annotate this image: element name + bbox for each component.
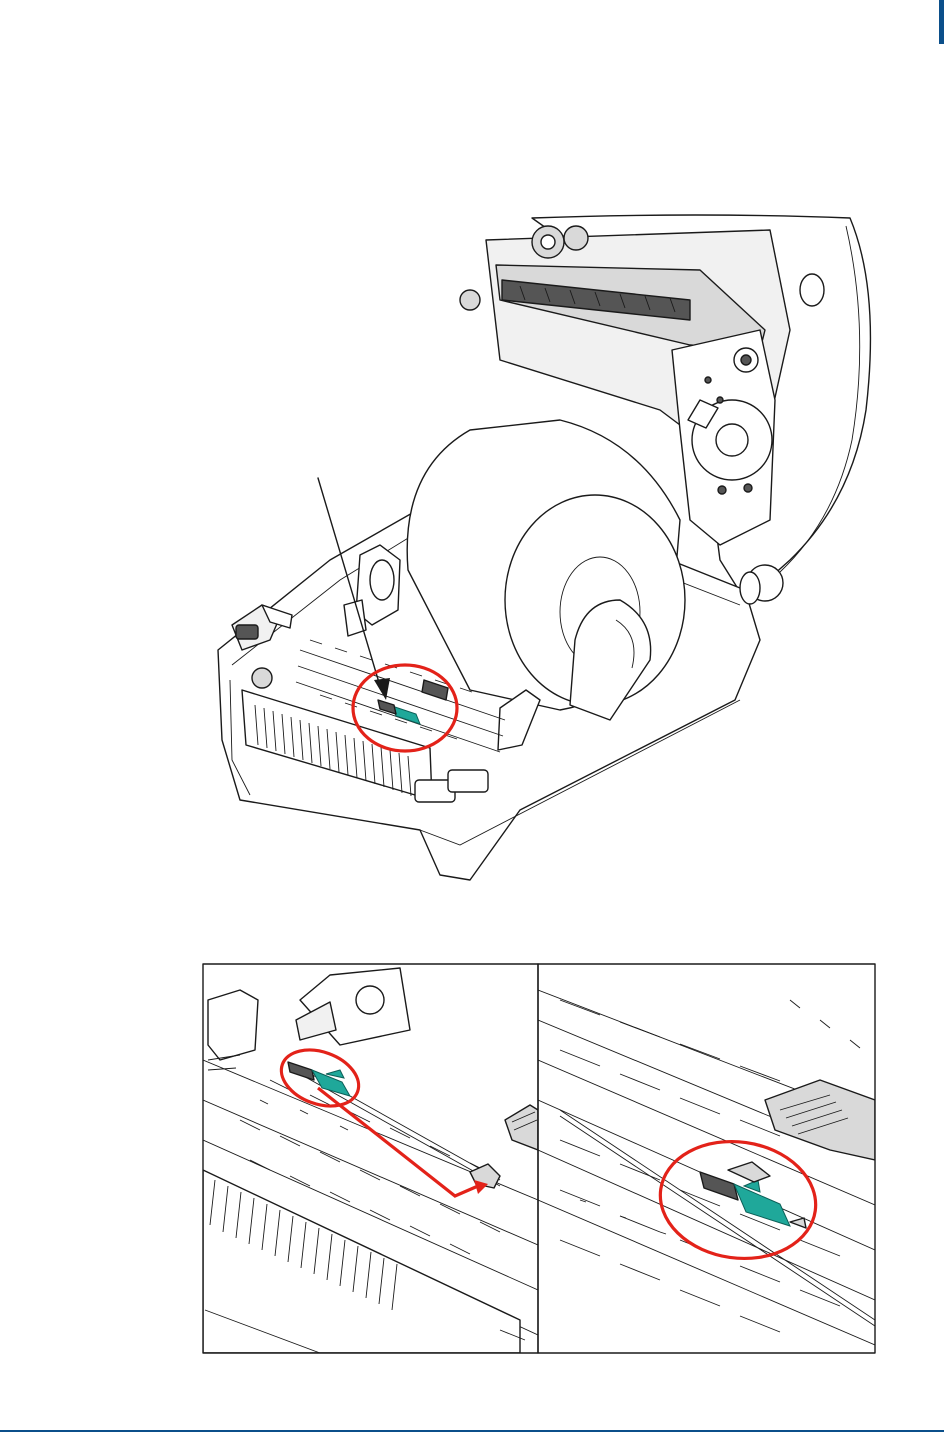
detail-panel-right [538, 964, 875, 1353]
detail-panel-left [203, 964, 538, 1353]
